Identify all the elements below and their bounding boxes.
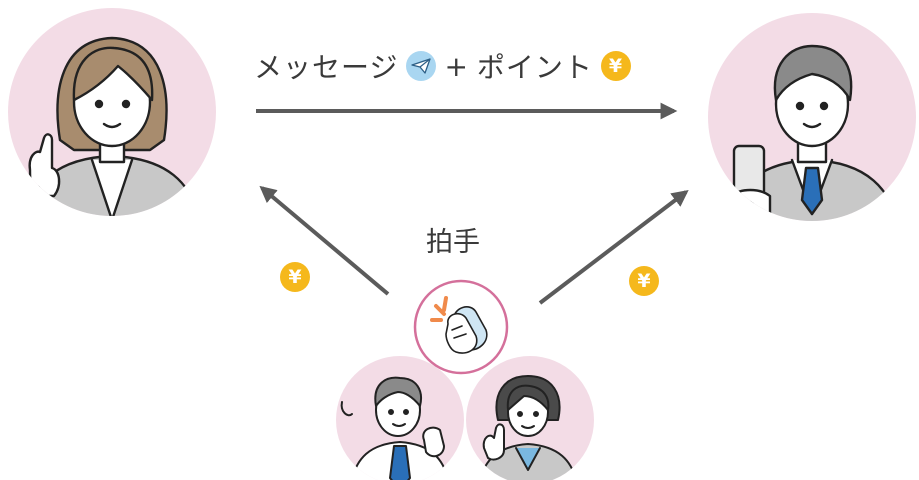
- clapping-hands-icon: [430, 296, 488, 354]
- audience-woman-avatar: [466, 356, 594, 480]
- points-text: ポイント: [476, 51, 593, 84]
- audience-man-avatar: [336, 356, 464, 480]
- clap-arrow-right: [538, 189, 689, 305]
- plus-sign: +: [444, 49, 469, 83]
- yen-coin-icon: ¥: [600, 51, 631, 81]
- yen-coin-icon-right: ¥: [629, 266, 659, 296]
- clap-badge: [413, 279, 509, 375]
- sender-woman-avatar: [8, 8, 216, 216]
- message-flow-label: メッセージ + ポイント ¥: [254, 44, 631, 88]
- clap-label: 拍手: [426, 227, 480, 258]
- receiver-man-avatar: [708, 13, 916, 221]
- clap-arrow-left: [259, 185, 390, 296]
- yen-coin-icon-left: ¥: [280, 262, 310, 292]
- message-text: メッセージ: [254, 51, 399, 84]
- paper-plane-icon: [406, 51, 437, 81]
